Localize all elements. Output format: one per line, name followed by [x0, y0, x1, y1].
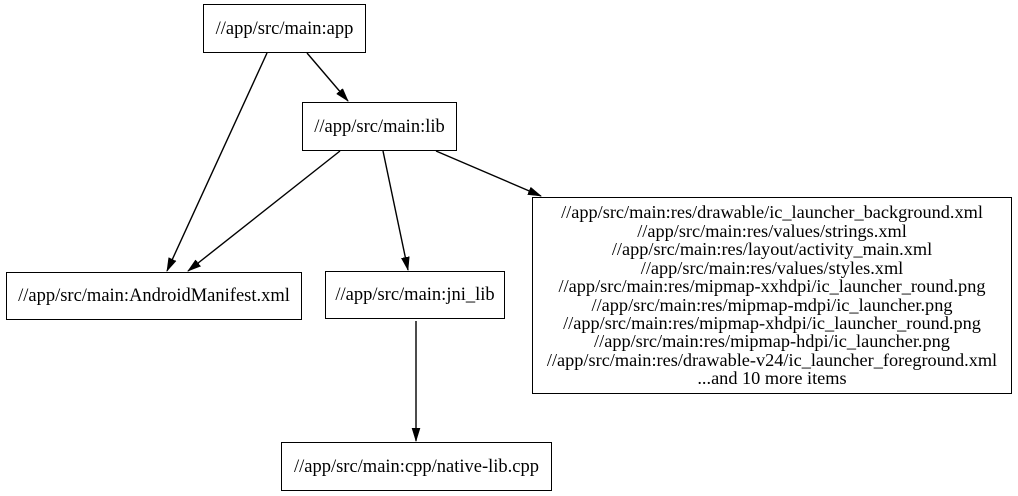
node-android-manifest-label: //app/src/main:AndroidManifest.xml: [18, 286, 290, 306]
resource-item: //app/src/main:res/drawable/ic_launcher_…: [561, 202, 983, 223]
resource-item: //app/src/main:res/mipmap-hdpi/ic_launch…: [594, 331, 950, 352]
resource-item: //app/src/main:res/layout/activity_main.…: [611, 239, 933, 260]
resource-item: //app/src/main:res/mipmap-xxhdpi/ic_laun…: [558, 276, 986, 297]
edge-lib-to-manifest: [188, 150, 341, 271]
node-app-target: //app/src/main:app: [203, 4, 366, 53]
node-jni-lib: //app/src/main:jni_lib: [325, 271, 505, 319]
node-jni-lib-label: //app/src/main:jni_lib: [335, 285, 495, 305]
resource-item: //app/src/main:res/mipmap-mdpi/ic_launch…: [591, 294, 953, 315]
node-resources-group: //app/src/main:res/drawable/ic_launcher_…: [532, 197, 1012, 394]
resource-item: //app/src/main:res/values/styles.xml: [640, 257, 904, 278]
node-native-lib-cpp: //app/src/main:cpp/native-lib.cpp: [281, 442, 552, 491]
node-lib-target: //app/src/main:lib: [302, 102, 457, 151]
edge-app-to-lib: [306, 52, 348, 101]
resource-item-more: ...and 10 more items: [697, 368, 847, 389]
node-app-label: //app/src/main:app: [215, 18, 354, 39]
resource-item: //app/src/main:res/mipmap-xhdpi/ic_launc…: [563, 312, 981, 333]
edge-app-to-manifest: [166, 52, 268, 271]
node-lib-label: //app/src/main:lib: [314, 116, 445, 137]
resource-item: //app/src/main:res/drawable-v24/ic_launc…: [546, 349, 998, 370]
node-native-lib-cpp-label: //app/src/main:cpp/native-lib.cpp: [293, 456, 540, 477]
node-android-manifest: //app/src/main:AndroidManifest.xml: [6, 272, 302, 320]
edge-lib-to-jni-lib: [382, 150, 408, 270]
resource-item: //app/src/main:res/values/strings.xml: [637, 220, 907, 241]
edge-lib-to-resources: [435, 150, 541, 197]
